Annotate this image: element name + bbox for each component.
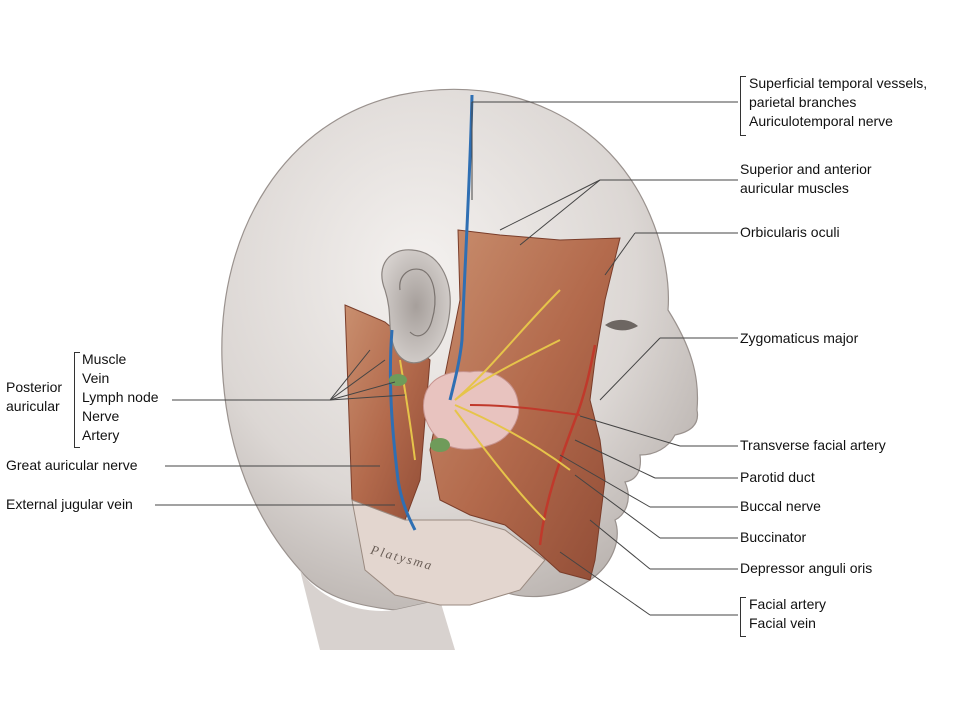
label-external-jugular-vein: External jugular vein bbox=[6, 496, 133, 512]
facial-nerve-trunk bbox=[454, 339, 561, 401]
lymph-node bbox=[389, 374, 407, 386]
label-zygomaticus-major: Zygomaticus major bbox=[740, 330, 859, 346]
transverse-facial-artery bbox=[469, 404, 581, 416]
platysma-flap bbox=[351, 499, 546, 606]
label-parotid-duct: Parotid duct bbox=[740, 469, 815, 485]
label-superior-anterior-auricular: Superior and anterior auricular muscles bbox=[740, 161, 872, 196]
label-orbicularis-oculi: Orbicularis oculi bbox=[740, 224, 840, 240]
external-jugular-vein bbox=[388, 329, 417, 531]
sup-temporal-bracket bbox=[740, 76, 746, 136]
label-superficial-temporal: Superficial temporal vessels, parietal b… bbox=[749, 75, 928, 129]
superficial-temporal-vein bbox=[448, 94, 474, 401]
leader-lines bbox=[155, 101, 738, 616]
parotid-gland bbox=[423, 370, 520, 450]
label-posterior-auricular-title: Posterior auricular bbox=[6, 379, 63, 414]
posterior-auricular-bracket bbox=[74, 352, 80, 448]
label-posterior-auricular-items: Muscle Vein Lymph node Nerve Artery bbox=[82, 351, 159, 443]
label-depressor-anguli-oris: Depressor anguli oris bbox=[740, 560, 873, 576]
label-transverse-facial-artery: Transverse facial artery bbox=[740, 437, 886, 453]
eye bbox=[605, 319, 638, 331]
label-buccal-nerve: Buccal nerve bbox=[740, 498, 821, 514]
label-great-auricular-nerve: Great auricular nerve bbox=[6, 457, 138, 473]
label-buccinator: Buccinator bbox=[740, 529, 807, 545]
facial-artery bbox=[538, 344, 597, 546]
lymph-node-2 bbox=[430, 438, 450, 452]
label-facial-vessels: Facial artery Facial vein bbox=[749, 596, 827, 631]
facial-vessels-bracket bbox=[740, 597, 746, 637]
neck bbox=[300, 570, 455, 650]
